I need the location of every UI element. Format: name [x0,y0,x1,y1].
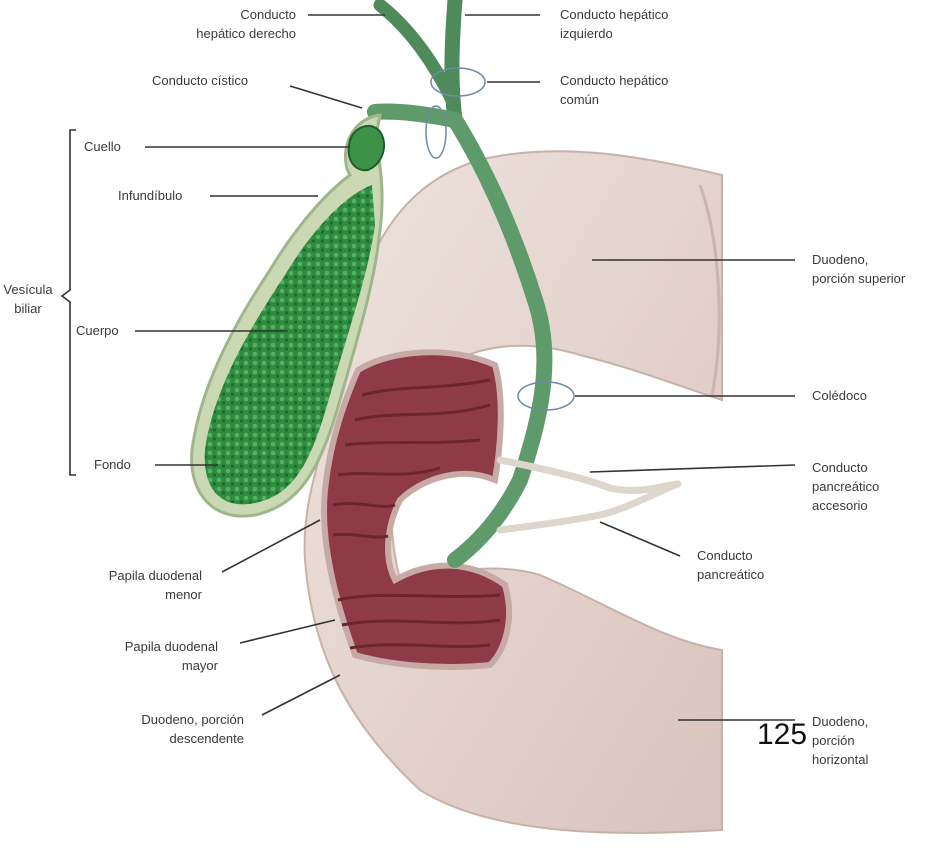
label-neck: Cuello [84,139,121,154]
bile-ducts [367,0,553,568]
label-infundibulum: Infundíbulo [118,188,183,203]
duodenal-mucosa [321,349,513,670]
label-body: Cuerpo [76,323,119,338]
label-common-bile-duct: Colédoco [812,388,867,403]
label-fundus: Fondo [94,457,131,472]
gallbladder [190,113,386,518]
label-cystic-duct: Conducto cístico [152,73,249,88]
page-number: 125 [757,718,808,751]
leader-lines [60,14,796,721]
pancreatic-ducts [496,456,682,534]
label-duodenum-superior: Duodeno,porción superior [812,252,906,286]
callout-ellipses [425,67,575,411]
